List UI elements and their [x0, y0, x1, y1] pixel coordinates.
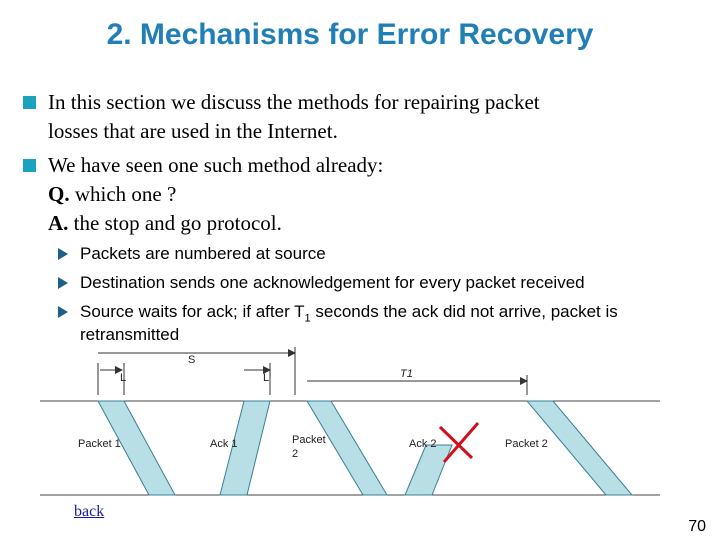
bullet-1-line-2: losses that are used in the Internet. — [48, 119, 338, 143]
question-label: Q. — [48, 182, 70, 206]
stop-and-go-diagram: S L L' T1 Packet 1 Ack 1 Packet 2 Ack 2 … — [40, 347, 660, 496]
subbullet-2-text: Destination sends one acknowledgement fo… — [80, 273, 585, 292]
triangle-bullet-icon — [58, 306, 68, 318]
ack-2-band — [404, 444, 453, 496]
question-line: Q. which one ? — [48, 180, 176, 209]
label-ack-1: Ack 1 — [210, 438, 238, 450]
label-s: S — [188, 354, 195, 366]
label-packet-2-line-2: 2 — [292, 448, 298, 460]
back-link[interactable]: back — [74, 503, 105, 520]
label-lprime: L' — [263, 372, 271, 384]
label-packet-1: Packet 1 — [78, 438, 121, 450]
bullet-2-line-1: We have seen one such method already: — [48, 153, 384, 177]
question-text: which one ? — [69, 182, 177, 206]
triangle-bullet-icon — [58, 248, 68, 260]
label-packet-2-line-1: Packet — [292, 434, 326, 446]
slide-title: 2. Mechanisms for Error Recovery — [106, 18, 594, 51]
answer-text: the stop and go protocol. — [68, 211, 282, 235]
label-packet-2-retransmit: Packet 2 — [505, 438, 548, 450]
packet-2-retransmit-band — [525, 400, 634, 496]
bullet-1-line-1: In this section we discuss the methods f… — [48, 90, 540, 114]
square-bullet-icon — [23, 159, 36, 172]
square-bullet-icon — [23, 96, 36, 109]
label-ack-2: Ack 2 — [409, 438, 437, 450]
lost-packet-cross-icon — [438, 422, 480, 463]
subbullet-3-line-1: Source waits for ack; if after T1 second… — [80, 302, 618, 325]
label-t1: T1 — [400, 368, 413, 380]
answer-line: A. the stop and go protocol. — [48, 209, 282, 238]
answer-label: A. — [48, 211, 69, 235]
ack-1-band — [219, 400, 271, 496]
packet-1-band — [97, 400, 176, 496]
subbullet-3-line-2: retransmitted — [80, 325, 180, 344]
label-l: L — [120, 372, 126, 384]
subbullet-1-text: Packets are numbered at source — [80, 244, 326, 263]
packet-2-band — [306, 400, 388, 496]
page-number: 70 — [688, 518, 706, 535]
triangle-bullet-icon — [58, 277, 68, 289]
